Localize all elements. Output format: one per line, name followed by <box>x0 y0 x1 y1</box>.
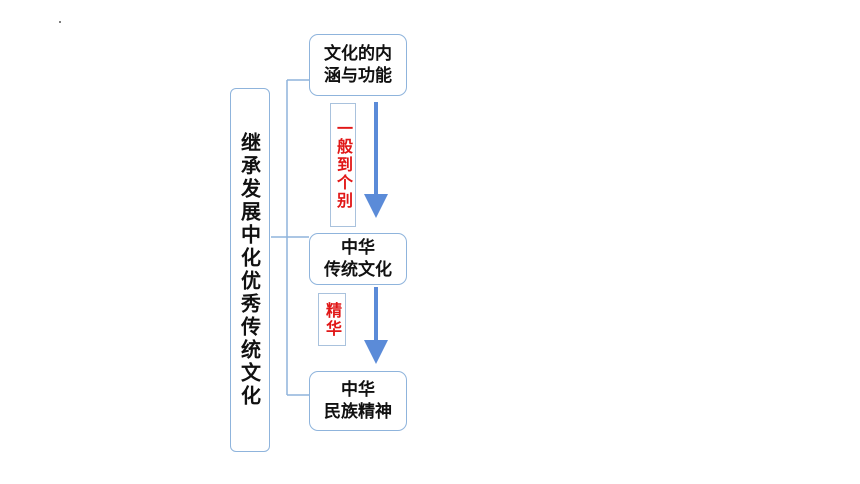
node-national-spirit: 中华 民族精神 <box>309 371 407 431</box>
node-culture-line1: 文化的内 <box>324 44 392 64</box>
node-traditional-line2: 传统文化 <box>324 260 392 280</box>
label-general-to-specific: 一般到个别 <box>334 120 353 210</box>
node-traditional-line1: 中华 <box>341 238 375 258</box>
stray-dot <box>59 21 61 23</box>
node-spirit-line2: 民族精神 <box>324 402 392 422</box>
main-title-box: 继承发展中化优秀传统文化 <box>230 88 270 452</box>
main-title: 继承发展中化优秀传统文化 <box>237 132 262 408</box>
label-general-to-specific-box: 一般到个别 <box>330 103 356 227</box>
label-essence-box: 精华 <box>318 293 346 346</box>
label-essence: 精华 <box>323 301 342 338</box>
node-culture-connotation: 文化的内 涵与功能 <box>309 34 407 96</box>
node-spirit-line1: 中华 <box>341 380 375 400</box>
node-traditional-culture: 中华 传统文化 <box>309 233 407 285</box>
node-culture-line2: 涵与功能 <box>324 66 392 86</box>
